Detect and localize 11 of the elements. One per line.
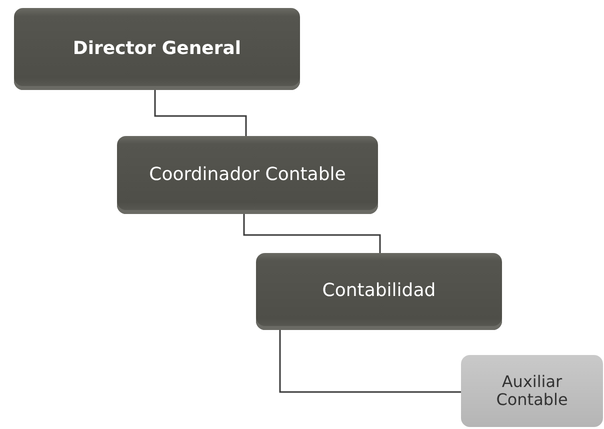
connector-line [279,330,461,393]
position-label: Director General [72,38,242,60]
org-box [256,253,502,330]
connector-line [154,90,247,136]
org-box [461,355,603,427]
position-label: Auxiliar Contable [495,372,569,410]
position-label: Coordinador Contable [149,164,346,186]
position-label: Contabilidad [322,281,436,302]
connector-line [243,214,381,253]
org-box [117,136,378,214]
org-box [14,8,300,90]
